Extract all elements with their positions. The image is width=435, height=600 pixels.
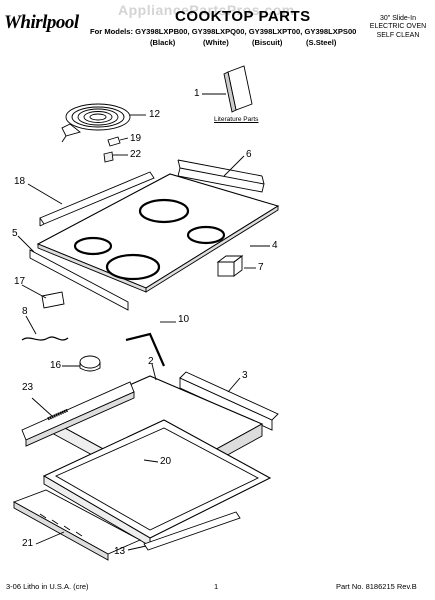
color-steel: (S.Steel): [306, 38, 337, 47]
callout-22: 22: [130, 149, 142, 160]
bottom-trim: [127, 511, 241, 551]
rear-trim: [177, 155, 265, 193]
literature-booklet: [202, 65, 253, 113]
oven-type-line: SELF CLEAN: [376, 31, 420, 39]
radiant-element: [61, 103, 146, 143]
callout-8: 8: [22, 306, 28, 317]
page-title: COOKTOP PARTS: [175, 8, 311, 25]
sensor: [62, 355, 101, 372]
drip-tray: [42, 419, 272, 547]
callout-7: 7: [258, 262, 264, 273]
bracket: [21, 284, 65, 309]
support-rod: [125, 321, 176, 367]
terminal-part: [107, 136, 129, 147]
vent-strip: [12, 489, 142, 561]
brand-logo: Whirlpool: [4, 12, 79, 33]
model-number: GY398LXPQ00: [191, 27, 245, 36]
oven-type: 30" Slide-In ELECTRIC OVEN SELF CLEAN: [363, 15, 433, 40]
callout-5: 5: [12, 228, 18, 239]
models-prefix: For Models:: [90, 27, 134, 36]
model-number: GY398LXPB00: [135, 27, 188, 36]
callout-4: 4: [272, 240, 278, 251]
callout-12: 12: [149, 109, 161, 120]
clip-part: [103, 151, 128, 163]
glass-cooktop: [36, 173, 280, 293]
callout-21: 21: [22, 538, 34, 549]
callout-20: 20: [160, 456, 172, 467]
oven-type-line: 30" Slide-In: [380, 15, 416, 22]
switch-block: [216, 255, 256, 277]
callout-3: 3: [242, 370, 248, 381]
model-number: GY398LXPS00: [304, 27, 357, 36]
page-number: 1: [214, 582, 219, 591]
oven-type-line: ELECTRIC OVEN: [369, 23, 427, 31]
color-biscuit: (Biscuit): [252, 38, 283, 47]
callout-6: 6: [246, 149, 252, 160]
callout-10: 10: [178, 314, 190, 325]
callout-18: 18: [14, 176, 26, 187]
callout-13: 13: [114, 546, 126, 557]
callout-17: 17: [14, 276, 26, 287]
front-trim: [17, 235, 129, 311]
front-panel: ▮▮▮▮▮▮▮▮▮▮: [21, 381, 135, 447]
callout-16: 16: [50, 360, 62, 371]
side-trim-left: [27, 171, 155, 227]
model-list: For Models: GY398LXPB00, GY398LXPQ00, GY…: [90, 27, 357, 36]
wire-harness: [21, 315, 69, 341]
callout-1: 1: [194, 88, 200, 99]
litho-note: 3-06 Litho in U.S.A. (cre): [6, 582, 89, 591]
callout-19: 19: [130, 133, 142, 144]
side-channel: [179, 371, 279, 431]
color-white: (White): [203, 38, 229, 47]
color-black: (Black): [150, 38, 176, 47]
model-number: GY398LXPT00: [248, 27, 301, 36]
watermark: AppliancePartsPros.com: [118, 2, 295, 18]
callout-2: 2: [148, 356, 154, 367]
literature-label: Literature Parts: [214, 116, 259, 123]
callout-23: 23: [22, 382, 34, 393]
part-number: Part No. 8186215 Rev.B: [336, 582, 417, 591]
